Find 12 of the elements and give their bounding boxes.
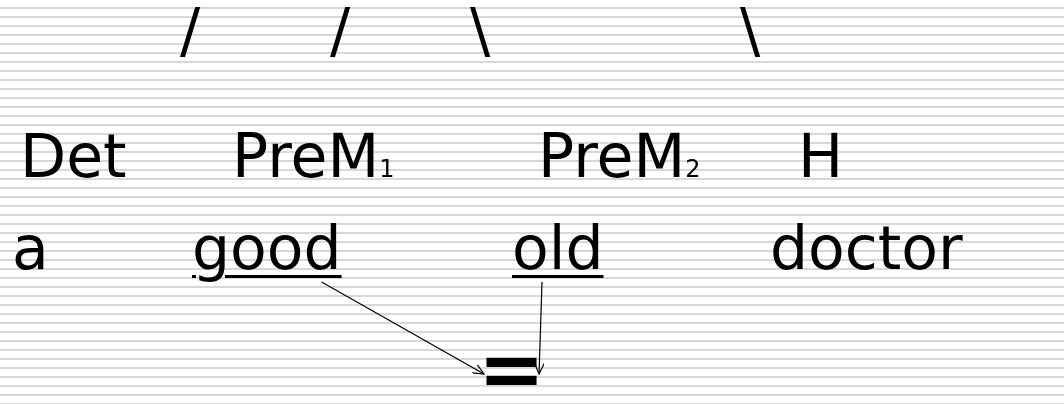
branch-line: \ bbox=[470, 0, 491, 60]
word: a bbox=[12, 218, 49, 278]
equals-sign: = bbox=[478, 330, 546, 404]
word: old bbox=[512, 218, 604, 278]
word: doctor bbox=[770, 218, 963, 278]
branch-line: / bbox=[330, 0, 351, 60]
branch-line: \ bbox=[740, 0, 761, 60]
category-label: H bbox=[798, 126, 844, 186]
category-label: Det bbox=[20, 126, 127, 186]
branch-line: / bbox=[180, 0, 201, 60]
arrow bbox=[321, 281, 485, 375]
arrow bbox=[533, 281, 545, 375]
